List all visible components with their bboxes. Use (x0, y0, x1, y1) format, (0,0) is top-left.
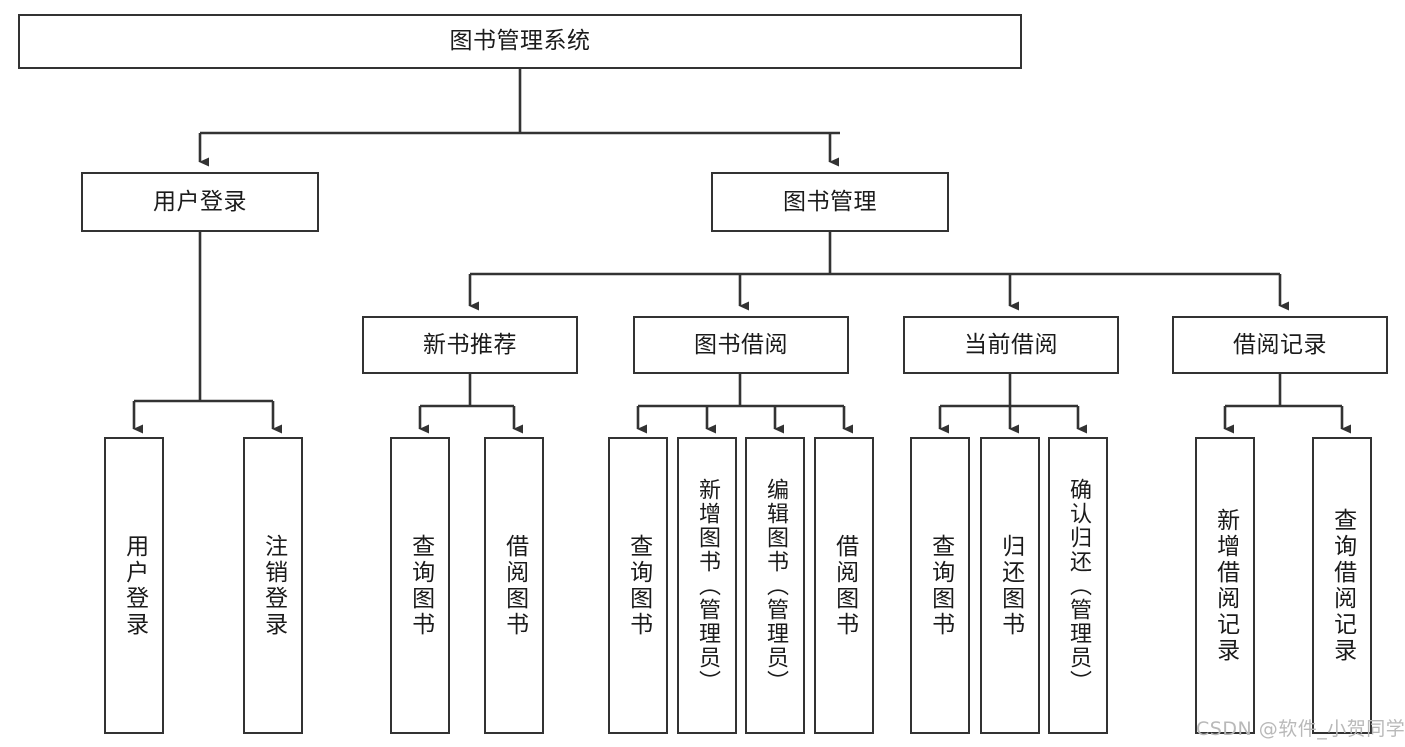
node-current-borrow-label: 当前借阅 (964, 331, 1058, 358)
edge-group-new-book-recommend (418, 374, 523, 434)
node-book-manage[interactable]: 图书管理 (711, 172, 949, 232)
node-leaf-user-logout[interactable]: 注销登录 (243, 437, 303, 734)
node-leaf-user-login-label: 用户登录 (121, 533, 148, 638)
node-leaf-confirm-return-label: 确认归还（管理员） (1065, 477, 1091, 694)
node-leaf-confirm-return[interactable]: 确认归还（管理员） (1048, 437, 1108, 734)
node-root[interactable]: 图书管理系统 (18, 14, 1022, 69)
node-leaf-query-book-2-label: 查询图书 (625, 533, 652, 638)
node-leaf-borrow-book-1-label: 借阅图书 (501, 533, 528, 638)
node-leaf-query-borrow-record[interactable]: 查询借阅记录 (1312, 437, 1372, 734)
node-book-manage-label: 图书管理 (783, 188, 877, 215)
node-leaf-user-logout-label: 注销登录 (260, 533, 287, 638)
node-new-book-recommend-label: 新书推荐 (423, 331, 517, 358)
node-leaf-edit-book[interactable]: 编辑图书（管理员） (745, 437, 805, 734)
node-leaf-query-book-2[interactable]: 查询图书 (608, 437, 668, 734)
node-current-borrow[interactable]: 当前借阅 (903, 316, 1119, 374)
node-leaf-add-borrow-record-label: 新增借阅记录 (1212, 507, 1239, 664)
node-new-book-recommend[interactable]: 新书推荐 (362, 316, 578, 374)
node-leaf-borrow-book-1[interactable]: 借阅图书 (484, 437, 544, 734)
node-leaf-add-borrow-record[interactable]: 新增借阅记录 (1195, 437, 1255, 734)
node-leaf-add-book-label: 新增图书（管理员） (694, 477, 720, 694)
node-leaf-query-book-3-label: 查询图书 (927, 533, 954, 638)
node-leaf-return-book[interactable]: 归还图书 (980, 437, 1040, 734)
node-leaf-user-login[interactable]: 用户登录 (104, 437, 164, 734)
node-borrow-record-label: 借阅记录 (1233, 331, 1327, 358)
watermark: CSDN @软件_小贺同学 (1196, 718, 1405, 740)
edge-group-borrow-record (1223, 374, 1351, 434)
node-leaf-query-book-1-label: 查询图书 (407, 533, 434, 638)
node-borrow-record[interactable]: 借阅记录 (1172, 316, 1388, 374)
node-user-login[interactable]: 用户登录 (81, 172, 319, 232)
node-leaf-query-book-1[interactable]: 查询图书 (390, 437, 450, 734)
node-book-borrow[interactable]: 图书借阅 (633, 316, 849, 374)
node-leaf-return-book-label: 归还图书 (997, 533, 1024, 638)
node-user-login-label: 用户登录 (153, 188, 247, 215)
edge-group-book-borrow (636, 374, 853, 434)
node-leaf-borrow-book-2[interactable]: 借阅图书 (814, 437, 874, 734)
node-root-label: 图书管理系统 (449, 28, 591, 55)
edge-group-current-borrow (938, 374, 1087, 434)
node-leaf-query-borrow-record-label: 查询借阅记录 (1329, 507, 1356, 664)
node-leaf-query-book-3[interactable]: 查询图书 (910, 437, 970, 734)
node-leaf-add-book[interactable]: 新增图书（管理员） (677, 437, 737, 734)
node-leaf-borrow-book-2-label: 借阅图书 (831, 533, 858, 638)
node-book-borrow-label: 图书借阅 (694, 331, 788, 358)
node-leaf-edit-book-label: 编辑图书（管理员） (762, 477, 788, 694)
edge-group-book-manage (468, 232, 1289, 311)
edge-group-user-login (132, 232, 282, 434)
edge-group-root (198, 69, 840, 167)
